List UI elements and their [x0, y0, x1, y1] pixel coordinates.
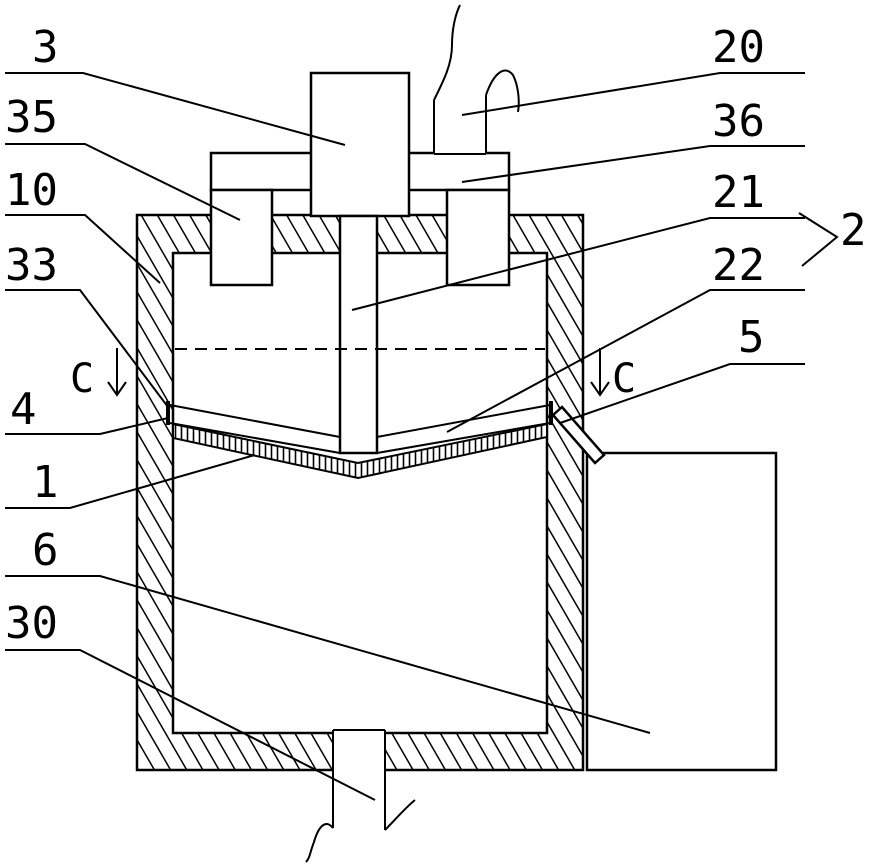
label-33: 33	[5, 240, 58, 291]
label-4: 4	[10, 384, 37, 435]
label-22: 22	[712, 240, 765, 291]
label-1: 1	[32, 457, 59, 508]
label-3: 3	[32, 22, 59, 73]
section-arrow-right	[591, 348, 609, 395]
label-c-left: C	[70, 356, 94, 402]
label-c-right: C	[612, 356, 636, 402]
label-36: 36	[712, 96, 765, 147]
label-35: 35	[5, 92, 58, 143]
label-21: 21	[712, 167, 765, 218]
label-30: 30	[5, 598, 58, 649]
label-20: 20	[712, 22, 765, 73]
label-5: 5	[738, 312, 765, 363]
label-2: 2	[840, 205, 867, 256]
section-arrow-left	[108, 348, 126, 395]
top-inlet-pipe	[434, 5, 519, 154]
label-6: 6	[32, 525, 59, 576]
right-fastener	[549, 401, 553, 425]
label-10: 10	[5, 165, 58, 216]
